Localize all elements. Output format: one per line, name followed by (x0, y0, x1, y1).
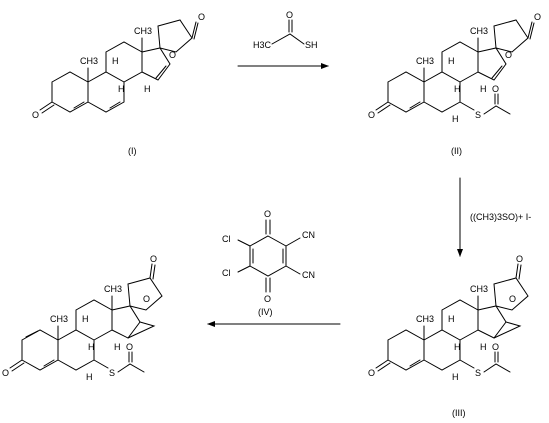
compound-final: O O O CH3 CH3 H H H H S O (2, 254, 163, 382)
c4-o-top: O (264, 209, 271, 219)
c1-h-a: H (112, 56, 119, 66)
c2-o-ring: O (505, 50, 512, 60)
c1-o-ketone: O (32, 110, 39, 120)
compound-II: O O O CH3 CH3 H H H H S O (II) (368, 12, 541, 156)
reagent-step-2: ((CH3)3SO)+ I- (470, 212, 531, 222)
c4-cl-2: Cl (222, 268, 231, 278)
c5-s: S (109, 368, 115, 378)
c5-o-ring: O (143, 294, 150, 304)
c5-o-lactone: O (150, 254, 157, 264)
c3-s: S (475, 368, 481, 378)
c4-cl-1: Cl (222, 234, 231, 244)
compound-I: O O O CH3 CH3 H H H (I) (32, 12, 205, 156)
c5-h-c: H (114, 342, 121, 352)
c2-h-b: H (454, 84, 461, 94)
c3-o-acyl: O (492, 342, 499, 352)
compound-IV-label: (IV) (258, 307, 273, 317)
c2-me-b: CH3 (470, 26, 488, 36)
c2-h-d: H (452, 114, 459, 124)
compound-II-label: (II) (451, 146, 462, 156)
c2-h-c: H (480, 84, 487, 94)
c5-o-ketone: O (2, 368, 9, 378)
c5-h-d: H (86, 372, 93, 382)
c1-o-lactone: O (198, 12, 205, 22)
compound-III-label: (III) (452, 408, 466, 418)
c5-h-b: H (88, 342, 95, 352)
c2-h-a: H (448, 56, 455, 66)
c3-h-b: H (454, 342, 461, 352)
c3-o-ring: O (509, 294, 516, 304)
compound-IV: O O Cl Cl CN CN (IV) (222, 209, 315, 317)
c4-o-bottom: O (264, 294, 271, 304)
compound-III: O O O CH3 CH3 H H H H S O (III) (368, 254, 529, 418)
c5-o-acyl: O (126, 342, 133, 352)
c3-o-lactone: O (516, 254, 523, 264)
c4-cn-1: CN (302, 230, 315, 240)
c2-me-a: CH3 (416, 56, 434, 66)
c3-h-c: H (480, 342, 487, 352)
thioacetic-sh: SH (305, 40, 318, 50)
c3-o-ketone: O (368, 368, 375, 378)
thioacetic-o: O (286, 10, 293, 20)
c2-o-ketone: O (368, 110, 375, 120)
c1-h-b: H (118, 84, 125, 94)
c3-me-a: CH3 (416, 314, 434, 324)
c5-me-a: CH3 (50, 314, 68, 324)
c2-o-lactone: O (534, 12, 541, 22)
c1-me-a: CH3 (80, 56, 98, 66)
c3-h-a: H (448, 314, 455, 324)
c1-o-ring: O (169, 50, 176, 60)
c4-cn-2: CN (302, 270, 315, 280)
c1-me-b: CH3 (134, 26, 152, 36)
c5-me-b: CH3 (104, 284, 122, 294)
c3-h-d: H (452, 372, 459, 382)
thioacetic-methyl: H3C (253, 40, 272, 50)
c2-s: S (475, 110, 481, 120)
c5-h-a: H (82, 314, 89, 324)
c3-me-b: CH3 (470, 284, 488, 294)
compound-I-label: (I) (128, 146, 137, 156)
reagent-thioacetic-acid: O SH H3C (253, 10, 318, 50)
c2-o-acyl: O (492, 84, 499, 94)
c1-h-c: H (144, 84, 151, 94)
